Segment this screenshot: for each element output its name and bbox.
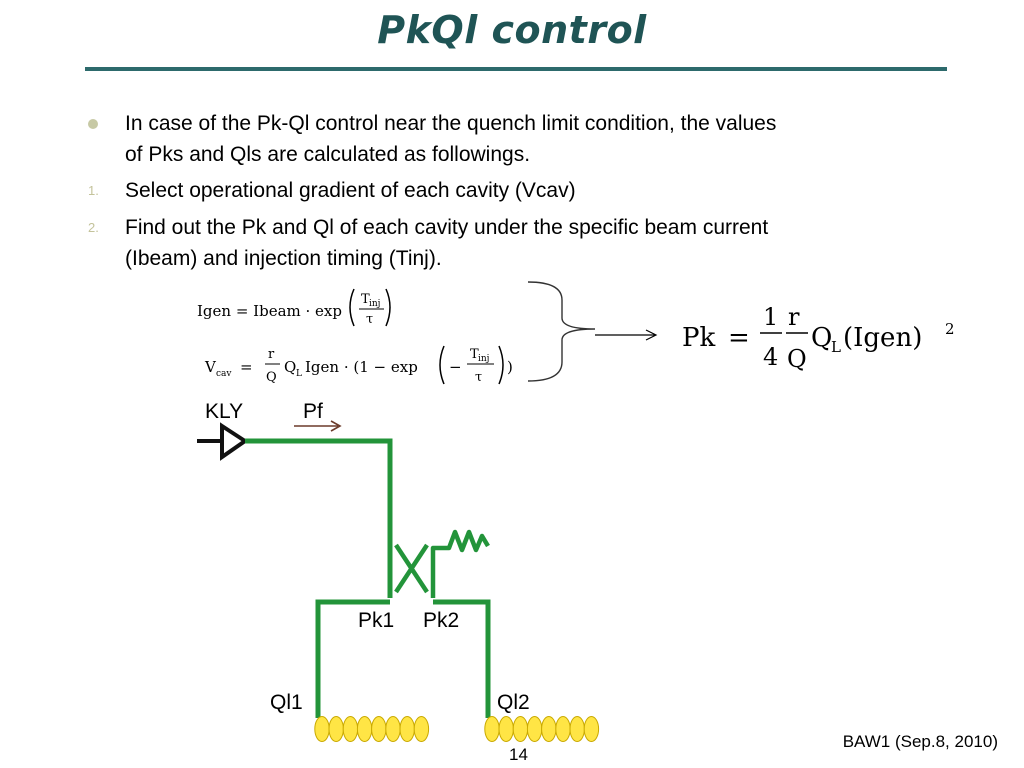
item-text: Find out the Pk and Ql of each cavity un… <box>125 212 945 274</box>
cavity-cell <box>385 716 401 742</box>
hybrid-coupler-icon <box>394 543 429 594</box>
cavity-cell <box>498 716 514 742</box>
square-exponent: 2 <box>945 320 955 338</box>
q-symbol: Q <box>266 370 277 385</box>
equals-sign: = <box>728 323 750 353</box>
cav-subscript: cav <box>216 369 232 379</box>
pk1-label: Pk1 <box>358 609 394 632</box>
cavity-cell <box>484 716 500 742</box>
igen-equation: Igen = Ibeam · exp T inj τ <box>197 288 391 327</box>
item-number: 1. <box>88 183 99 198</box>
cavity-1-cells <box>314 716 430 742</box>
klystron-label: KLY <box>205 400 243 423</box>
bullet-marker <box>88 108 118 129</box>
load-resistor-icon <box>430 529 490 598</box>
close-paren: ) <box>507 358 513 376</box>
cavity-cell <box>583 716 600 742</box>
pk-equation: Pk = 1 4 r Q Q L (Igen) 2 <box>682 303 955 373</box>
cavity-cell <box>356 716 373 742</box>
cavity-cell <box>413 716 430 742</box>
r-symbol: r <box>268 347 275 362</box>
ql-symbol: Q <box>811 323 832 353</box>
tau-symbol: τ <box>366 312 373 327</box>
cavity-cell <box>314 716 330 742</box>
equals-sign: = <box>240 358 253 376</box>
pk2-label: Pk2 <box>423 609 459 632</box>
r-numerator: r <box>788 303 800 331</box>
cavity-cell <box>526 716 543 742</box>
one-numerator: 1 <box>763 303 778 331</box>
cavity-cell <box>555 716 571 742</box>
waveguide-branch-2 <box>433 599 491 718</box>
ql1-label: Ql1 <box>270 691 303 714</box>
item-line: Find out the Pk and Ql of each cavity un… <box>125 216 769 239</box>
waveguide-main <box>245 438 393 598</box>
forward-power-label: Pf <box>303 400 323 423</box>
item-number: 2. <box>88 220 99 235</box>
q-denominator: Q <box>787 345 807 373</box>
vcav-equation: V cav = r Q Q L Igen · (1 − exp − T inj … <box>204 345 513 385</box>
bullet-line: In case of the Pk-Ql control near the qu… <box>125 112 777 135</box>
bullet-text: In case of the Pk-Ql control near the qu… <box>125 108 945 170</box>
bullet-dot-icon <box>88 119 98 129</box>
igen-term: (Igen) <box>843 323 922 353</box>
title-divider <box>85 67 947 71</box>
cavity-cell <box>371 716 387 742</box>
paren-right <box>385 288 391 327</box>
l-subscript: L <box>296 369 302 379</box>
slide-title: PkQl control <box>377 8 647 52</box>
item-text: Select operational gradient of each cavi… <box>125 179 576 202</box>
paren-left <box>439 345 445 385</box>
cavity-cell <box>569 716 585 742</box>
item-line: (Ibeam) and injection timing (Tinj). <box>125 247 442 270</box>
inj-subscript: inj <box>369 299 380 309</box>
cavity-cell <box>328 716 344 742</box>
footer-note: BAW1 (Sep.8, 2010) <box>842 732 998 751</box>
vcav-symbol: V <box>204 358 217 376</box>
waveguide-branch-1 <box>315 599 390 718</box>
curly-brace <box>527 281 596 382</box>
arrow-head-icon <box>645 329 658 341</box>
ql2-label: Ql2 <box>497 691 530 714</box>
tinj-symbol: T <box>470 347 479 362</box>
power-flow-arrowhead-icon <box>330 420 342 432</box>
paren-left <box>349 288 355 327</box>
igen-equation-text: Igen = Ibeam · exp <box>197 302 342 320</box>
cavity-cell <box>399 716 415 742</box>
ql-symbol: Q <box>284 358 296 376</box>
bullet-line: of Pks and Qls are calculated as followi… <box>125 143 531 166</box>
cavity-2-cells <box>484 716 600 742</box>
four-denominator: 4 <box>763 343 778 371</box>
paren-right <box>498 345 504 385</box>
minus-sign: − <box>449 358 462 376</box>
cavity-cell <box>342 716 359 742</box>
rf-circuit-diagram: KLY Pf Pk1 Pk2 Ql1 Ql2 <box>197 400 600 742</box>
tau-symbol: τ <box>475 370 482 385</box>
vcav-equation-text: Igen · (1 − exp <box>305 358 418 376</box>
l-subscript: L <box>831 338 841 356</box>
pk-symbol: Pk <box>682 323 715 353</box>
slide-number: 14 <box>509 745 528 764</box>
klystron-amplifier-icon <box>220 422 249 461</box>
cavity-cell <box>512 716 529 742</box>
tinj-symbol: T <box>361 292 370 307</box>
inj-subscript: inj <box>478 354 489 364</box>
cavity-cell <box>541 716 557 742</box>
